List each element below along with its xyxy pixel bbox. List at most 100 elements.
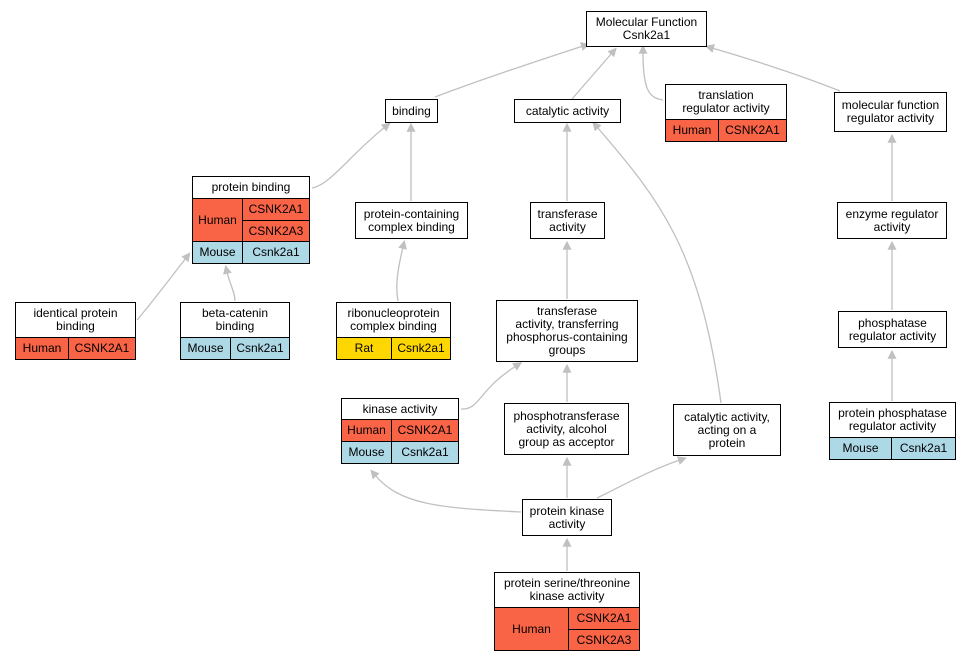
edge-pkinase-to-kinase xyxy=(370,469,522,513)
label-line: protein kinase xyxy=(529,503,605,518)
label-line: regulator activity xyxy=(682,101,770,115)
ortholog-row-mouse: Mouse Csnk2a1 xyxy=(830,437,955,459)
gene-symbol[interactable]: CSNK2A1 xyxy=(725,123,780,137)
label-line: transferase xyxy=(537,206,598,221)
label-line: complex binding xyxy=(350,319,437,333)
species-label: Mouse xyxy=(193,242,243,263)
label-line: binding xyxy=(392,103,431,118)
edge-translation-to-root xyxy=(638,44,664,101)
go-term-label: protein binding xyxy=(193,177,309,198)
label-line: molecular function xyxy=(841,98,940,112)
label-line: groups xyxy=(548,343,586,357)
go-term-label: binding xyxy=(388,100,435,122)
ortholog-row-human: Human CSNK2A1 xyxy=(666,119,786,141)
gene-symbol[interactable]: Csnk2a1 xyxy=(252,245,300,259)
edge-betacat-to-protein-binding xyxy=(223,264,236,302)
edge-kinase-to-tphos xyxy=(460,362,523,410)
label-line: regulator activity xyxy=(848,328,937,343)
label-line: protein binding xyxy=(211,180,291,194)
label-line: activity xyxy=(873,219,911,234)
species-label: Mouse xyxy=(342,442,392,463)
label-line: beta-catenin xyxy=(201,306,269,320)
species-label: Human xyxy=(342,420,392,441)
label-line: Csnk2a1 xyxy=(622,28,671,42)
label-line: acting on a xyxy=(697,422,757,437)
label-line: kinase activity xyxy=(362,401,438,416)
ortholog-row-mouse: Mouse Csnk2a1 xyxy=(342,441,458,463)
gene-symbol[interactable]: Csnk2a1 xyxy=(236,341,284,355)
label-line: catalytic activity xyxy=(525,103,610,118)
edge-identical-to-protein-binding xyxy=(136,252,191,321)
label-line: group as acceptor xyxy=(518,434,615,449)
species-label: Human xyxy=(16,338,69,359)
label-line: regulator activity xyxy=(846,111,935,125)
gene-symbol[interactable]: Csnk2a1 xyxy=(401,445,449,459)
gene-symbol[interactable]: CSNK2A3 xyxy=(243,220,309,241)
label-line: ribonucleoprotein xyxy=(347,306,440,320)
species-label: Mouse xyxy=(181,338,231,359)
edge-catalytic-to-root xyxy=(571,47,617,100)
ortholog-row-mouse: Mouse Csnk2a1 xyxy=(181,337,289,359)
go-term-label: kinase activity xyxy=(342,399,458,419)
gene-symbol[interactable]: Csnk2a1 xyxy=(397,341,445,355)
go-term-label: catalytic activity xyxy=(517,100,618,122)
label-line: protein phosphatase xyxy=(838,406,947,420)
label-line: protein xyxy=(708,435,746,450)
label-line: Molecular Function xyxy=(595,15,698,29)
gene-symbol[interactable]: CSNK2A3 xyxy=(569,629,639,650)
label-line: activity, alcohol xyxy=(526,421,607,436)
edge-pkinase-to-catprot xyxy=(596,456,687,499)
species-label: Human xyxy=(666,120,719,141)
ortholog-row-human: Human CSNK2A1 xyxy=(16,337,135,359)
gene-symbol[interactable]: CSNK2A1 xyxy=(248,202,304,216)
edge-mfreg-to-root xyxy=(705,44,841,92)
species-label: Mouse xyxy=(830,438,892,459)
edge-protein-binding-to-binding xyxy=(311,122,391,189)
label-line: activity, transferring xyxy=(515,317,619,331)
label-line: phosphorus-containing xyxy=(506,330,628,344)
label-line: catalytic activity, xyxy=(684,409,770,424)
label-line: kinase activity xyxy=(529,589,605,603)
go-term-binding[interactable]: binding xyxy=(385,99,438,123)
label-line: binding xyxy=(215,319,255,333)
go-term-catalytic[interactable]: catalytic activity xyxy=(514,99,621,123)
gene-symbol[interactable]: CSNK2A1 xyxy=(74,341,130,355)
label-line: enzyme regulator xyxy=(845,206,939,221)
gene-symbol[interactable]: CSNK2A1 xyxy=(397,423,453,437)
gene-symbol[interactable]: Csnk2a1 xyxy=(899,441,948,455)
gene-symbol[interactable]: CSNK2A1 xyxy=(576,611,632,625)
label-line: phosphatase xyxy=(858,315,927,330)
